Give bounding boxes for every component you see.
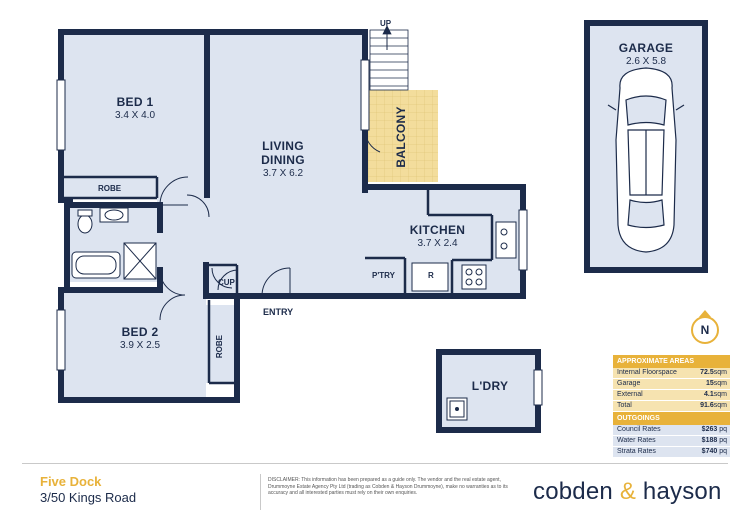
pantry-label: P'TRY xyxy=(372,271,395,280)
outgoing-value: $740 xyxy=(701,448,718,455)
stairs xyxy=(369,25,409,91)
area-row: External 4.1sqm xyxy=(613,390,730,401)
kitchen-name: KITCHEN xyxy=(409,223,466,237)
stairs-up-label: UP xyxy=(380,19,392,28)
area-unit: sqm xyxy=(713,369,727,376)
dining-name: DINING xyxy=(261,152,305,167)
footer-vertical-divider xyxy=(260,474,261,510)
cup-label: CUP xyxy=(218,278,235,287)
garage-name: GARAGE xyxy=(618,41,674,55)
kitchen-label: KITCHEN 3.7 X 2.4 xyxy=(395,223,480,249)
living-label: LIVING DINING 3.7 X 6.2 xyxy=(238,139,328,179)
area-row: Internal Floorspace 72.5sqm xyxy=(613,368,730,379)
floor-plan xyxy=(56,20,708,433)
outgoing-label: Council Rates xyxy=(617,426,661,433)
outgoing-label: Water Rates xyxy=(617,437,656,444)
balcony-floor xyxy=(366,90,438,182)
area-value: 72.5 xyxy=(700,369,714,376)
hall-floor xyxy=(157,180,212,292)
area-row: Total 91.6sqm xyxy=(613,401,730,412)
area-label: Garage xyxy=(617,380,641,387)
balcony-name: BALCONY xyxy=(394,106,409,168)
outgoing-row: Water Rates $188 pq xyxy=(613,436,730,447)
laundry-label: L'DRY xyxy=(460,379,520,394)
bed1-label: BED 1 3.4 X 4.0 xyxy=(90,95,180,121)
area-value: 91.6 xyxy=(700,402,714,409)
address: 3/50 Kings Road xyxy=(40,490,137,505)
footer-divider xyxy=(22,463,728,464)
bed1-name: BED 1 xyxy=(116,95,154,109)
entry-label: ENTRY xyxy=(263,307,294,317)
living-name: LIVING xyxy=(262,139,304,153)
area-value: 15 xyxy=(705,380,714,387)
outgoing-row: Council Rates $263 pq xyxy=(613,425,730,436)
outgoing-unit: pq xyxy=(719,437,727,444)
bathroom-fixtures xyxy=(71,207,157,280)
brand-logo: cobden & hayson xyxy=(533,478,722,506)
interior-walls xyxy=(64,175,494,385)
area-value: 4.1 xyxy=(704,391,714,398)
living-floor xyxy=(209,35,362,293)
bed1-dims: 3.4 X 4.0 xyxy=(114,109,156,121)
bed2-floor xyxy=(64,290,206,397)
north-arrow-icon xyxy=(699,310,711,317)
kitchen-dims: 3.7 X 2.4 xyxy=(417,237,458,249)
areas-header: APPROXIMATE AREAS xyxy=(613,355,730,368)
brand-right: hayson xyxy=(636,478,722,505)
doors xyxy=(159,129,381,321)
outgoings-header: OUTGOINGS xyxy=(613,412,730,425)
robe2-text: ROBE xyxy=(215,335,225,359)
disclaimer: DISCLAIMER: This information has been pr… xyxy=(268,477,508,496)
brand-left: cobden xyxy=(533,478,620,505)
outgoing-row: Strata Rates $740 pq xyxy=(613,447,730,458)
garage-dims: 2.6 X 5.8 xyxy=(625,55,667,67)
brand-amp: & xyxy=(619,478,637,505)
fridge-label: R xyxy=(428,271,434,280)
outgoing-unit: pq xyxy=(719,448,727,455)
garage-label: GARAGE 2.6 X 5.8 xyxy=(600,41,692,67)
north-compass: N xyxy=(691,316,719,344)
robe2-label: ROBE xyxy=(200,335,240,358)
windows xyxy=(56,59,543,406)
balcony-label: BALCONY xyxy=(368,106,436,167)
car xyxy=(607,67,685,253)
bed2-dims: 3.9 X 2.5 xyxy=(119,339,161,351)
area-label: Internal Floorspace xyxy=(617,369,677,376)
areas-table: APPROXIMATE AREAS Internal Floorspace 72… xyxy=(613,355,730,458)
area-label: External xyxy=(617,391,643,398)
outgoing-label: Strata Rates xyxy=(617,448,656,455)
kitchen-fixtures xyxy=(411,221,517,292)
outgoing-value: $263 xyxy=(701,426,718,433)
bed1-floor xyxy=(64,35,209,180)
area-label: Total xyxy=(617,402,632,409)
area-unit: sqm xyxy=(713,391,727,398)
robe1-floor xyxy=(64,178,156,198)
living-dims: 3.7 X 6.2 xyxy=(262,167,304,179)
laundry-tub xyxy=(446,397,468,421)
suburb: Five Dock xyxy=(40,474,102,489)
area-unit: sqm xyxy=(713,380,727,387)
area-unit: sqm xyxy=(713,402,727,409)
robe1-label: ROBE xyxy=(98,184,122,193)
outgoing-value: $188 xyxy=(701,437,718,444)
area-row: Garage 15sqm xyxy=(613,379,730,390)
outgoing-unit: pq xyxy=(719,426,727,433)
robe2-floor xyxy=(206,305,234,383)
laundry-name: L'DRY xyxy=(471,379,509,393)
north-letter: N xyxy=(700,323,710,337)
bed2-name: BED 2 xyxy=(121,325,159,339)
bed2-label: BED 2 3.9 X 2.5 xyxy=(95,325,185,351)
